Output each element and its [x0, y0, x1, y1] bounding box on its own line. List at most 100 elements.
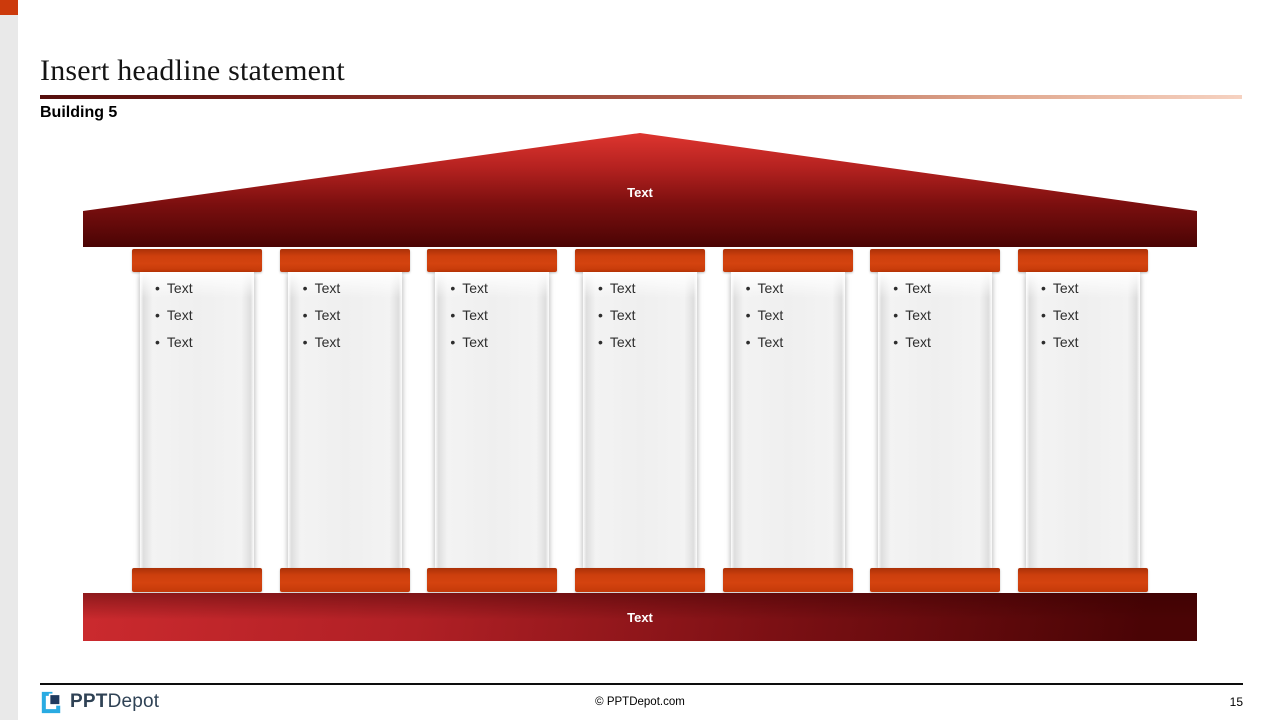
brand-wordmark-regular: Depot	[107, 691, 160, 712]
column-capital	[427, 249, 558, 272]
bullet-item: • Text	[746, 335, 839, 350]
brand-wordmark: PPTDepot	[70, 691, 159, 713]
pillar-column-3: •Text •Text •Text	[427, 249, 558, 592]
column-capital	[574, 249, 705, 272]
bullet-text: Text	[905, 280, 931, 296]
pillar-columns: • Text • Text • Text • Text • Text • Text • Tex…	[132, 249, 1148, 592]
bullet-item: •Text	[598, 335, 691, 350]
bullet-dot: •	[745, 307, 751, 323]
bullet-item: • Text	[303, 335, 396, 350]
bullet-text: Text	[462, 307, 488, 323]
column-bullet-list: • Text • Text • Text	[288, 272, 402, 350]
foundation-label: Text	[627, 609, 653, 625]
bullet-text: Text	[1052, 334, 1079, 350]
bullet-item: • Text	[155, 281, 248, 296]
bullet-dot: •	[155, 280, 160, 296]
bullet-text: Text	[1052, 307, 1079, 323]
column-base	[870, 568, 1001, 592]
bullet-dot: •	[745, 280, 751, 296]
bullet-item: • Text	[893, 281, 986, 296]
column-bullet-list: • Text • Text • Text	[731, 272, 845, 350]
bullet-dot: •	[155, 334, 160, 350]
pillar-column-5: • Text • Text • Text	[722, 249, 853, 592]
slide-subtitle: Building 5	[40, 104, 118, 121]
column-shaft: • Text • Text • Text	[287, 272, 402, 568]
column-shaft: • Text • Text • Text	[1025, 272, 1140, 568]
pillar-column-1: • Text • Text • Text	[132, 249, 262, 592]
bullet-dot: •	[302, 334, 308, 350]
column-base	[1017, 568, 1148, 592]
column-capital	[132, 249, 262, 272]
pillar-column-4: •Text •Text •Text	[574, 249, 705, 592]
bullet-item: • Text	[450, 308, 543, 323]
roof-pediment: Text	[83, 133, 1197, 247]
bullet-text: Text	[757, 280, 784, 296]
bullet-dot: •	[1040, 334, 1046, 350]
accent-corner-square	[0, 0, 18, 15]
bullet-item: • Text	[1041, 281, 1134, 296]
copyright-text: © PPTDepot.com	[595, 696, 685, 708]
pillar-column-2: • Text • Text • Text	[279, 249, 410, 592]
bullet-text: Text	[314, 334, 341, 350]
column-bullet-list: • Text • Text • Text	[140, 272, 254, 350]
bullet-item: • Text	[303, 308, 396, 323]
bullet-text: Text	[166, 334, 193, 350]
column-shaft: •Text •Text •Text	[435, 272, 550, 568]
column-base	[132, 568, 262, 592]
bullet-item: •Text	[893, 308, 986, 323]
column-capital	[279, 249, 410, 272]
roof-shape	[83, 133, 1197, 247]
column-bullet-list: • Text • Text • Text	[1026, 272, 1140, 350]
foundation-bar: Text	[83, 593, 1197, 641]
bullet-dot: •	[155, 307, 160, 323]
page-number: 15	[1229, 695, 1243, 709]
bullet-text: Text	[905, 307, 931, 323]
bullet-dot: •	[450, 280, 456, 296]
column-capital	[1017, 249, 1148, 272]
column-shaft: •Text •Text •Text	[582, 272, 697, 568]
bullet-dot: •	[302, 307, 308, 323]
bullet-dot: •	[1040, 307, 1046, 323]
bullet-text: Text	[757, 307, 784, 323]
column-shaft: • Text • Text • Text	[140, 272, 254, 568]
brand-wordmark-bold: PPT	[70, 691, 108, 712]
bullet-dot: •	[597, 280, 603, 296]
bullet-dot: •	[450, 307, 456, 323]
column-bullet-list: •Text •Text •Text	[583, 272, 697, 350]
bullet-dot: •	[597, 307, 603, 323]
bullet-item: • Text	[746, 308, 839, 323]
bullet-item: •Text	[450, 335, 543, 350]
column-capital	[722, 249, 853, 272]
bullet-text: Text	[314, 307, 341, 323]
bullet-item: •Text	[450, 281, 543, 296]
column-shaft: •Text •Text •Text	[878, 272, 993, 568]
bullet-text: Text	[314, 280, 341, 296]
bullet-text: Text	[609, 280, 636, 296]
page-title: Insert headline statement	[40, 54, 345, 87]
bullet-dot: •	[893, 280, 899, 296]
bullet-item: • Text	[1041, 335, 1134, 350]
bullet-text: Text	[166, 307, 193, 323]
column-base	[722, 568, 853, 592]
roof-label: Text	[627, 185, 653, 200]
column-bullet-list: •Text •Text •Text	[435, 272, 549, 350]
bullet-text: Text	[757, 334, 784, 350]
column-capital	[870, 249, 1001, 272]
footer-divider	[40, 683, 1243, 685]
bullet-text: Text	[166, 280, 193, 296]
bullet-dot: •	[745, 334, 751, 350]
bullet-dot: •	[1040, 280, 1046, 296]
pillar-column-6: •Text •Text •Text	[870, 249, 1001, 592]
bullet-text: Text	[1052, 280, 1079, 296]
pillar-column-7: • Text • Text • Text	[1017, 249, 1148, 592]
bullet-dot: •	[450, 334, 456, 350]
bullet-dot: •	[893, 334, 899, 350]
bullet-text: Text	[905, 334, 931, 350]
bullet-item: • Text	[746, 281, 839, 296]
bullet-item: • Text	[893, 335, 986, 350]
bullet-item: • Text	[1041, 308, 1134, 323]
pptdepot-logo-icon	[41, 691, 61, 713]
bullet-dot: •	[302, 280, 308, 296]
brand-logo: PPTDepot	[40, 688, 159, 716]
column-base	[574, 568, 705, 592]
